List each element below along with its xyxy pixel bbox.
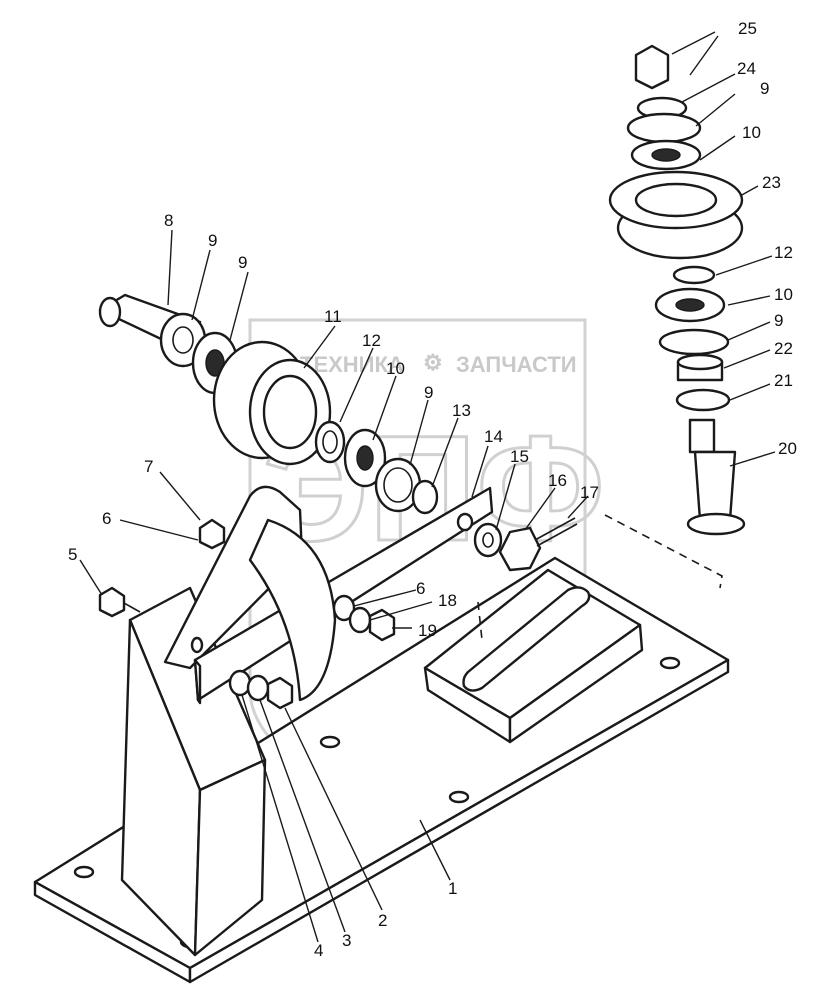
- watermark-text-right: ЗАПЧАСТИ: [456, 352, 577, 377]
- snap-ring-9-right: [658, 328, 730, 356]
- callout-9-top: 9: [760, 79, 769, 98]
- washer-15: [473, 522, 503, 558]
- callout-16: 16: [548, 471, 567, 490]
- mounting-hole: [448, 790, 470, 804]
- callout-22: 22: [774, 339, 793, 358]
- nut-25: [634, 44, 670, 90]
- nut-2: [266, 676, 294, 710]
- washer-3: [246, 674, 270, 702]
- mounting-hole: [73, 865, 95, 879]
- callout-8: 8: [164, 211, 173, 230]
- callout-5: 5: [68, 545, 77, 564]
- callout-10-right: 10: [774, 285, 793, 304]
- callout-9-right: 9: [774, 311, 783, 330]
- callout-15: 15: [510, 447, 529, 466]
- fasteners: [98, 518, 396, 710]
- ring-12: [314, 420, 346, 464]
- callout-13: 13: [452, 401, 471, 420]
- callout-labels: 25 24 9 10 23 12 10 9 22 21 20 8 9 9 11 …: [68, 19, 797, 960]
- ring-12-right: [672, 265, 716, 285]
- callout-24: 24: [737, 59, 756, 78]
- bolt-5: [98, 586, 126, 618]
- callout-7: 7: [144, 457, 153, 476]
- callout-6-left: 6: [102, 509, 111, 528]
- callout-6-mid: 6: [416, 579, 425, 598]
- callout-9-mid: 9: [424, 383, 433, 402]
- thread-20: [688, 418, 716, 454]
- callout-11: 11: [324, 307, 342, 326]
- shaft-head: [98, 296, 122, 328]
- washer-9-top: [626, 112, 702, 144]
- alignment-lines: [477, 514, 723, 641]
- nut-16: [498, 526, 542, 572]
- callout-17: 17: [580, 483, 599, 502]
- callout-1: 1: [448, 879, 457, 898]
- callout-3: 3: [342, 931, 351, 950]
- mounting-hole: [659, 656, 681, 670]
- slotted-bracket: [423, 568, 644, 744]
- left-pulley-stack: [98, 293, 578, 572]
- gear-icon: ⚙: [423, 350, 443, 375]
- bolt-20: [693, 450, 737, 522]
- cotter-pin-17: [534, 517, 576, 541]
- washer-18: [348, 606, 372, 634]
- callout-2: 2: [378, 911, 387, 930]
- mounting-hole: [319, 735, 341, 749]
- tensioner-arm: [163, 485, 494, 705]
- callout-10-top: 10: [742, 123, 761, 142]
- spacer-13: [411, 479, 439, 515]
- nut-19: [368, 608, 396, 642]
- callout-20: 20: [778, 439, 797, 458]
- callout-12-right: 12: [774, 243, 793, 262]
- callout-14: 14: [484, 427, 503, 446]
- callout-19: 19: [418, 621, 437, 640]
- callout-12-left: 12: [362, 331, 381, 350]
- washer-21: [675, 388, 731, 412]
- bolt-7: [198, 518, 226, 550]
- callout-4: 4: [314, 941, 323, 960]
- callout-9-left: 9: [208, 231, 217, 250]
- callout-18: 18: [438, 591, 457, 610]
- washer-4: [228, 669, 252, 697]
- bolt-20-head: [686, 512, 746, 536]
- callout-10-mid: 10: [386, 359, 405, 378]
- leader-lines: [79, 31, 776, 943]
- callout-21: 21: [774, 371, 793, 390]
- callout-23: 23: [762, 173, 781, 192]
- right-pulley-stack: [608, 44, 746, 536]
- callout-10-left: 9: [238, 253, 247, 272]
- washer-6: [332, 594, 356, 622]
- callout-25: 25: [738, 19, 757, 38]
